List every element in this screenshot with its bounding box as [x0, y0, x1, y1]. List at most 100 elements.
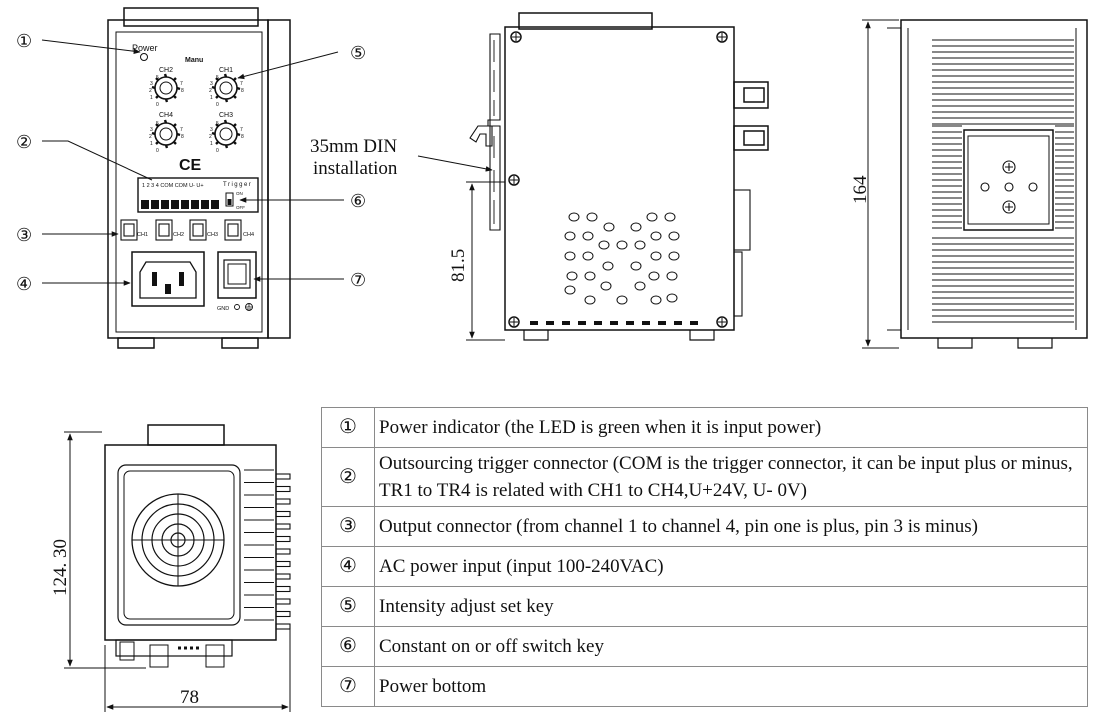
legend-num: ④ [321, 546, 375, 587]
knob-ch4-scale-8: 8 [181, 134, 184, 140]
legend-num: ② [321, 447, 375, 507]
knob-ch4-scale-2: 2 [149, 134, 152, 140]
callout-4: ④ [16, 274, 32, 294]
legend-text: AC power input (input 100-240VAC) [374, 546, 1088, 587]
knob-ch1-scale-7: 7 [240, 81, 243, 87]
dim-bottom-height: 124. 30 [50, 539, 71, 596]
legend-text: Outsourcing trigger connector (COM is th… [374, 447, 1088, 507]
gnd-label: GND [217, 306, 229, 312]
knob-ch3-label: CH3 [219, 112, 233, 119]
knob-ch4-icon [151, 119, 181, 149]
power-switch-icon [217, 251, 257, 299]
bottom-dimensions [64, 431, 291, 712]
knob-ch2-scale-7: 7 [180, 81, 183, 87]
legend-row: ③ Output connector (from channel 1 to ch… [321, 506, 1088, 547]
callout-5: ⑤ [350, 43, 366, 63]
dim-height: 164 [850, 175, 871, 204]
knob-ch2-scale-0: 0 [156, 102, 159, 108]
legend-table: ① Power indicator (the LED is green when… [321, 407, 1088, 707]
output-connector-ch3-icon [189, 219, 207, 241]
knob-ch2-icon [151, 73, 181, 103]
knob-ch2-scale-1: 1 [150, 95, 153, 101]
callout-1: ① [16, 31, 32, 51]
knob-ch3-scale-1: 1 [210, 141, 213, 147]
ce-mark: CE [179, 157, 202, 174]
dim-height-half: 81.5 [448, 249, 469, 282]
side-vent-holes [564, 212, 680, 305]
legend-text: Power indicator (the LED is green when i… [374, 407, 1088, 448]
legend-text: Intensity adjust set key [374, 586, 1088, 627]
legend-row: ⑥ Constant on or off switch key [321, 626, 1088, 667]
rear-fins [932, 39, 1074, 323]
manu-label: Manu [185, 57, 203, 64]
gnd-terminal-icon [234, 304, 240, 310]
output-connector-ch4-icon [224, 219, 242, 241]
legend-num: ⑦ [321, 666, 375, 707]
ac-inlet-icon [131, 251, 205, 307]
knob-ch1-scale-0: 0 [216, 102, 219, 108]
knob-ch1-scale-3: 3 [210, 81, 213, 87]
bottom-labels: 124. 30 78 [50, 539, 199, 708]
knob-ch3-scale-5: 5 [216, 121, 219, 127]
knob-scales: 5 3 2 1 7 8 0 5 3 2 1 7 8 0 5 3 2 1 7 8 … [149, 75, 244, 154]
legend-row: ⑦ Power bottom [321, 666, 1088, 707]
output-label-ch4: CH4 [243, 232, 254, 238]
trigger-label: Trigger [223, 182, 252, 188]
rear-mount-holes [980, 160, 1038, 214]
legend-num: ⑤ [321, 586, 375, 627]
front-labels: Power Manu CH2 CH1 CH4 CH3 CE 1 2 3 4 CO… [132, 43, 254, 312]
knob-ch4-scale-7: 7 [180, 127, 183, 133]
knob-ch3-scale-2: 2 [209, 134, 212, 140]
din-label-line2: installation [313, 158, 398, 179]
knob-ch2-scale-2: 2 [149, 88, 152, 94]
knob-ch3-scale-8: 8 [241, 134, 244, 140]
trigger-terminal-block [137, 177, 259, 213]
knob-ch2-scale-3: 3 [150, 81, 153, 87]
callout-7: ⑦ [350, 270, 366, 290]
legend-text: Power bottom [374, 666, 1088, 707]
output-connector-ch2-icon [155, 219, 173, 241]
bottom-fins [244, 469, 291, 630]
output-label-ch2: CH2 [173, 232, 184, 238]
legend-text: Constant on or off switch key [374, 626, 1088, 667]
side-dimension [417, 155, 505, 341]
knob-ch3-scale-7: 7 [240, 127, 243, 133]
front-view [107, 7, 291, 349]
bottom-view [104, 424, 277, 668]
knob-ch4-label: CH4 [159, 112, 173, 119]
power-led-icon [140, 53, 148, 61]
front-callout-lines [41, 39, 344, 286]
knob-ch4-scale-0: 0 [156, 148, 159, 154]
knob-ch3-icon [211, 119, 241, 149]
knob-ch3-scale-0: 0 [216, 148, 219, 154]
legend-row: ⑤ Intensity adjust set key [321, 586, 1088, 627]
legend-text: Output connector (from channel 1 to chan… [374, 506, 1088, 547]
output-connector-ch1-icon [120, 219, 138, 241]
knob-ch4-scale-5: 5 [156, 121, 159, 127]
knob-ch1-scale-2: 2 [209, 88, 212, 94]
knob-ch2-label: CH2 [159, 67, 173, 74]
legend-num: ⑥ [321, 626, 375, 667]
trigger-switch-icon [225, 192, 234, 207]
dim-bottom-width: 78 [180, 687, 199, 708]
side-labels: 35mm DIN installation 81.5 [310, 136, 469, 282]
knob-ch4-scale-3: 3 [150, 127, 153, 133]
power-label: Power [132, 43, 158, 53]
knob-ch1-scale-8: 8 [241, 88, 244, 94]
legend-num: ③ [321, 506, 375, 547]
callout-6: ⑥ [350, 191, 366, 211]
rear-dimension [862, 19, 899, 349]
ground-symbol-icon [245, 303, 253, 311]
side-view [469, 12, 769, 341]
callout-2: ② [16, 132, 32, 152]
callout-markers: ① ② ③ ④ ⑤ ⑥ ⑦ [16, 31, 366, 294]
din-label-line1: 35mm DIN [310, 136, 397, 157]
output-label-ch1: CH1 [137, 232, 148, 238]
output-label-ch3: CH3 [207, 232, 218, 238]
front-knobs [151, 73, 241, 149]
legend-row: ① Power indicator (the LED is green when… [321, 407, 1088, 448]
knob-ch4-scale-1: 1 [150, 141, 153, 147]
knob-ch3-scale-3: 3 [210, 127, 213, 133]
knob-ch1-scale-5: 5 [216, 75, 219, 81]
terminal-labels: 1 2 3 4 COM COM U- U+ [142, 183, 204, 189]
